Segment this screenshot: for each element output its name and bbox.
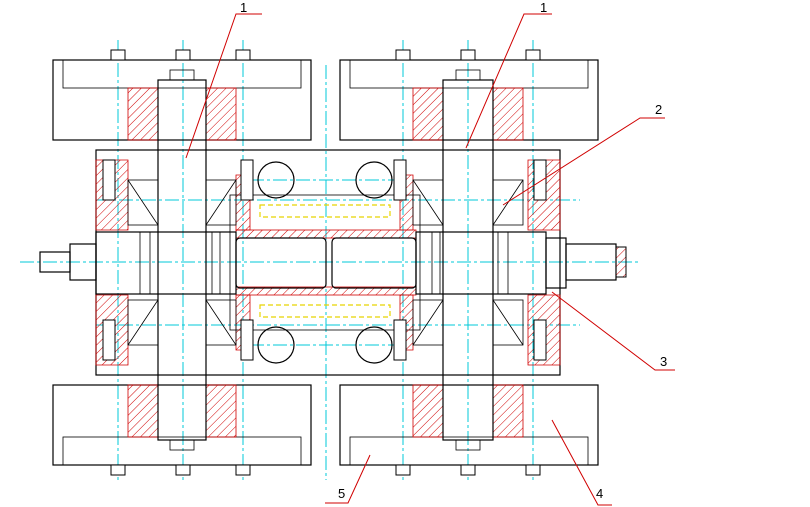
hidden-lines	[259, 204, 391, 318]
callout-part-5: 5	[338, 486, 345, 501]
hatched-sections	[95, 87, 561, 438]
bearings	[127, 179, 524, 346]
callout-labels: 1 1 2 3 4 5	[240, 0, 667, 501]
top-right-roll-box	[339, 59, 599, 141]
bottom-right-roll-box	[339, 384, 599, 466]
callout-part-1-right: 1	[540, 0, 547, 15]
centerlines	[20, 40, 640, 480]
leader-lines	[185, 13, 675, 506]
callout-part-1-left: 1	[240, 0, 247, 15]
bolts	[102, 49, 547, 476]
vertical-shafts	[157, 69, 494, 451]
callout-part-2: 2	[655, 102, 662, 117]
callout-part-4: 4	[596, 486, 603, 501]
bottom-left-roll-box	[52, 384, 312, 466]
round-holes	[257, 161, 393, 364]
horizontal-shaft	[39, 231, 627, 295]
callout-part-3: 3	[660, 354, 667, 369]
top-left-roll-box	[52, 59, 312, 141]
